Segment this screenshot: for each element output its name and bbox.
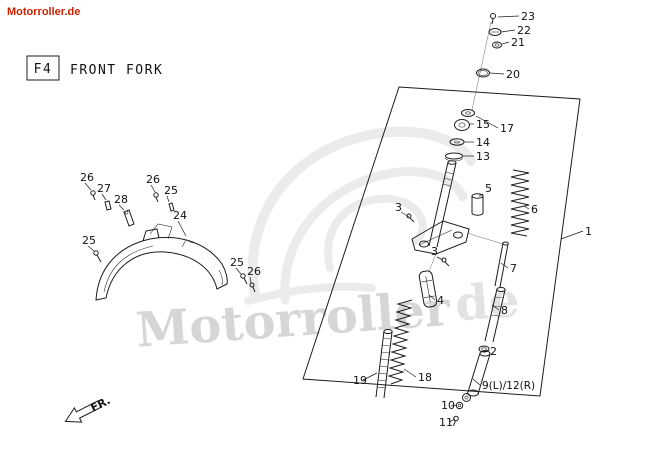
part-label-26b: 26 [146, 173, 160, 186]
part-label-3b: 3 [431, 245, 438, 258]
part-label-28: 28 [114, 193, 128, 206]
right-fork-leg-drawing [453, 232, 509, 427]
watermark-wordmark: Motorroller de [134, 272, 521, 359]
watermark-logo-icon [244, 126, 476, 305]
part-label-9-12: 9(L)/12(R) [482, 380, 535, 392]
figure-code: F4 [34, 62, 53, 77]
part-label-15: 15 [476, 118, 490, 131]
part-label-3a: 3 [395, 201, 402, 214]
fork-plate-drawing [418, 270, 438, 308]
part-label-21: 21 [511, 36, 525, 49]
fr-direction-indicator: FR. [64, 394, 113, 423]
part-label-26a: 26 [80, 171, 94, 184]
part-label-25a: 25 [164, 184, 178, 197]
diagram-frame [302, 86, 581, 397]
watermark-suffix: de [453, 272, 521, 332]
part-label-25b: 25 [82, 234, 96, 247]
part-label-8: 8 [501, 304, 508, 317]
part-label-25c: 25 [230, 256, 244, 269]
part-label-26c: 26 [247, 265, 261, 278]
part-label-27: 27 [97, 182, 111, 195]
part-label-7: 7 [510, 262, 517, 275]
part-label-4: 4 [437, 294, 444, 307]
part-label-6: 6 [531, 203, 538, 216]
part-label-24: 24 [173, 209, 187, 222]
front-fender-drawing [90, 190, 256, 301]
part-label-20: 20 [506, 68, 520, 81]
part-label-14: 14 [476, 136, 490, 149]
part-label-5: 5 [485, 182, 492, 195]
steering-top-parts-drawing [471, 13, 502, 111]
link-line [428, 253, 437, 272]
fr-direction-arrow-icon [64, 400, 102, 423]
part-label-2: 2 [490, 345, 497, 358]
spring-drawing [510, 169, 530, 237]
part-label-23: 23 [521, 10, 535, 23]
leader-lines [84, 15, 584, 423]
fr-direction-label: FR. [88, 394, 112, 415]
watermark: Motorroller de [134, 126, 521, 359]
part-label-10: 10 [441, 399, 455, 412]
brand-text: Motorroller.de [7, 6, 80, 18]
figure-code-box [26, 55, 60, 81]
part-label-17: 17 [500, 122, 514, 135]
part-labels: 23 22 21 20 17 15 14 13 5 6 1 3 3 7 8 4 … [80, 10, 592, 429]
left-fork-springs-drawing [375, 299, 413, 399]
part-label-1: 1 [585, 225, 592, 238]
part-label-18: 18 [418, 371, 432, 384]
part-label-22: 22 [517, 24, 531, 37]
header: Motorroller.de F4 FRONT FORK [7, 6, 163, 81]
steering-stem-drawing [406, 109, 484, 267]
part-label-13: 13 [476, 150, 490, 163]
page-title: FRONT FORK [70, 63, 163, 78]
part-label-19: 19 [353, 374, 367, 387]
part-label-11: 11 [439, 416, 453, 429]
